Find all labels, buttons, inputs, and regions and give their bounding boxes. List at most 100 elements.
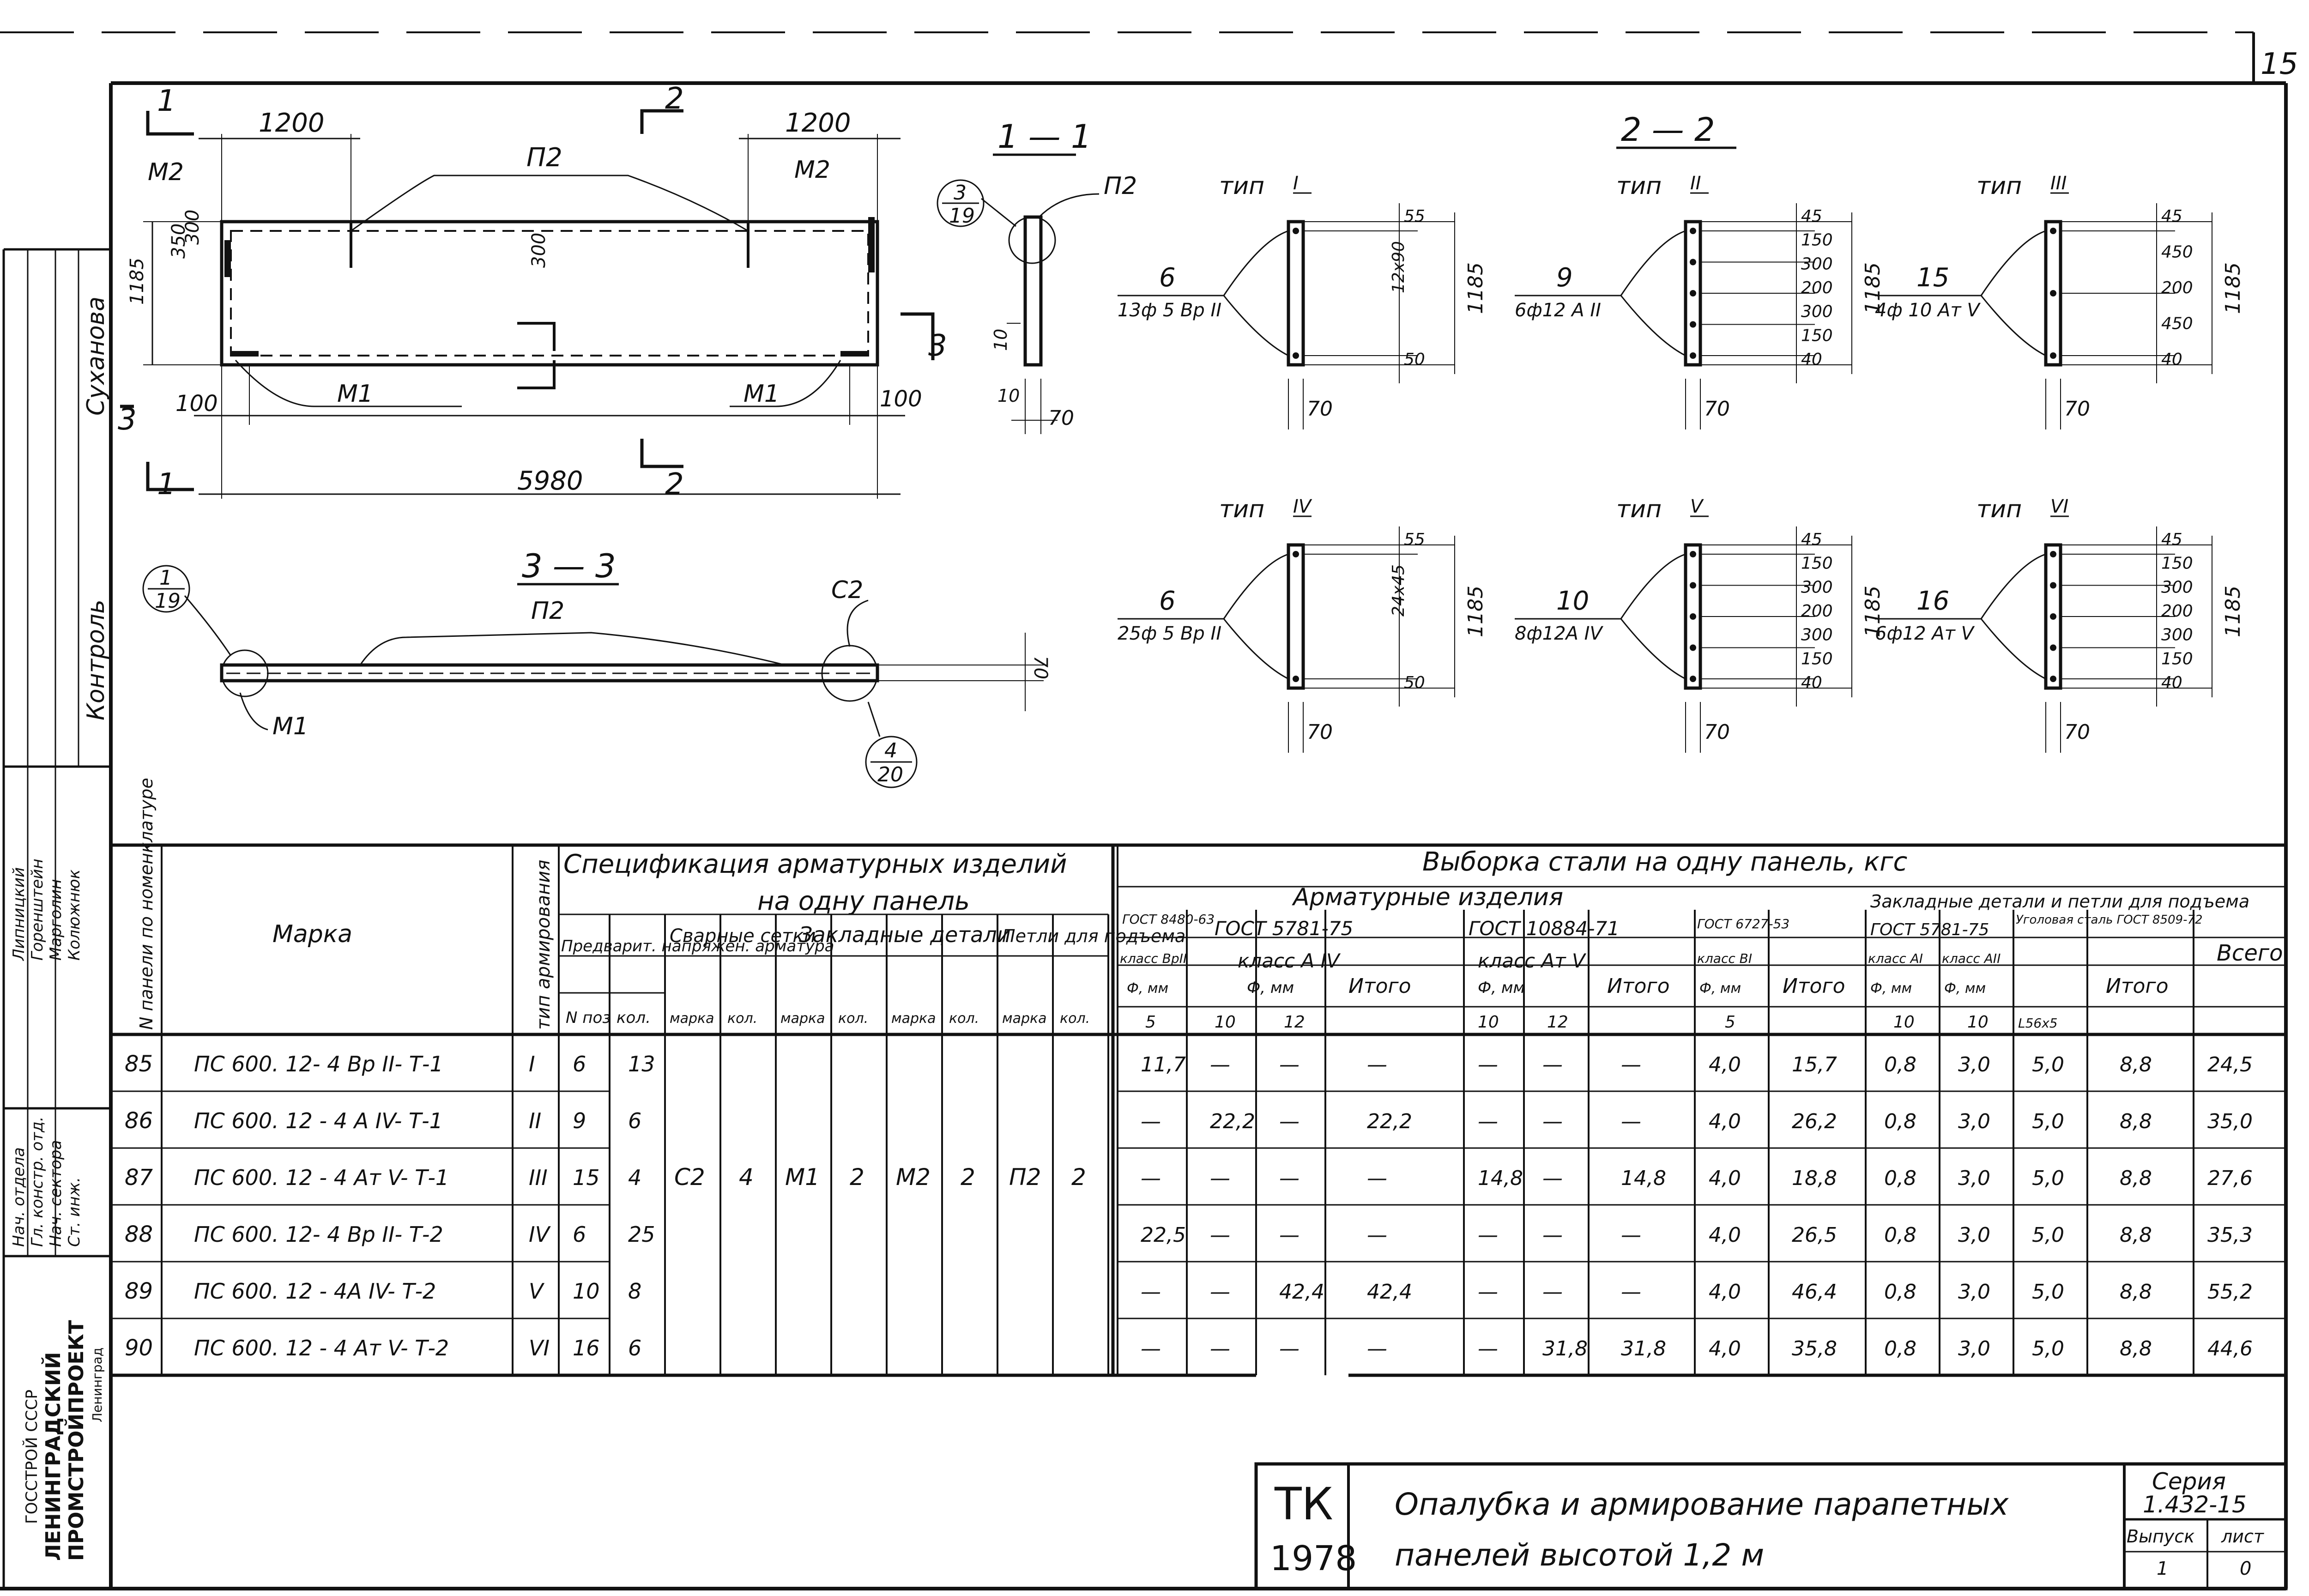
row-c2: —: [1210, 1223, 1230, 1247]
loop-mark: П2: [1009, 1164, 1041, 1191]
row-c9: 26,5: [1792, 1223, 1837, 1247]
header-gost10884: ГОСТ 10884-71: [1469, 917, 1620, 940]
header-kol: кол.: [838, 1010, 868, 1027]
type-dim: 300: [2161, 626, 2193, 645]
row-c9: 46,4: [1792, 1280, 1837, 1304]
sub-5b: 5: [1725, 1013, 1735, 1032]
header-phi-mm: Ф, мм: [1127, 980, 1168, 997]
type-label: тип: [1977, 172, 2022, 200]
type-height: 1185: [2221, 586, 2245, 637]
type-pos: 6: [1159, 263, 1176, 293]
row-c4: 42,4: [1367, 1280, 1412, 1304]
row-c6: —: [1542, 1053, 1563, 1076]
dim-1200-left: 1200: [259, 108, 325, 138]
header-klass-vr: класс ВрII: [1120, 951, 1187, 966]
type-dim: 45: [2161, 207, 2182, 226]
row-pos: 16: [573, 1336, 600, 1360]
left-signature-strip: Нач. отдела Гл. констр. отд. Нач. сектор…: [10, 296, 110, 1561]
type-height: 1185: [1861, 262, 1885, 314]
header-itogo-3: Итого: [1783, 974, 1845, 998]
type-dim: 300: [1801, 626, 1833, 645]
row-c6: —: [1542, 1110, 1563, 1133]
sign-name-3: Марголин: [47, 879, 65, 961]
org-line-2: ЛЕНИНГРАДСКИЙ: [41, 1352, 65, 1561]
row-c5: —: [1478, 1223, 1498, 1247]
row-c12: 5,0: [2032, 1280, 2064, 1304]
type-bars: 6ф12 А II: [1515, 300, 1601, 321]
row-c9: 18,8: [1792, 1167, 1837, 1190]
row-mark: ПС 600. 12 - 4А IV- Т-2: [194, 1279, 436, 1304]
row-number: 87: [125, 1165, 153, 1191]
sub-12: 12: [1284, 1013, 1305, 1032]
row-pos: 9: [573, 1108, 586, 1133]
header-spec-2: на одну панель: [757, 886, 970, 916]
section-3-3-mark-c2: С2: [831, 576, 863, 604]
section-1-1-title: 1 — 1: [997, 118, 1092, 156]
row-c1: —: [1141, 1167, 1161, 1190]
type-dim: 45: [2161, 530, 2182, 549]
type-dim: 450: [2161, 314, 2193, 333]
type-roman: III: [2050, 173, 2067, 194]
row-pos: 6: [573, 1052, 586, 1076]
header-klass-a2: класс АII: [1942, 951, 2001, 966]
row-c7: 31,8: [1621, 1337, 1666, 1360]
row-c14: 44,6: [2207, 1337, 2253, 1360]
row-kol: 4: [628, 1165, 641, 1190]
stamp-year: 1978: [1270, 1539, 1357, 1578]
stamp-series-label: Серия: [2152, 1468, 2226, 1495]
row-kol: 8: [628, 1279, 641, 1304]
header-kol: кол.: [727, 1010, 757, 1027]
sub-12b: 12: [1547, 1013, 1568, 1032]
type-dim: 150: [1801, 326, 1833, 345]
section-3-3-ref2-top: 4: [884, 739, 897, 762]
type-roman: II: [1690, 173, 1701, 194]
header-gost6727: ГОСТ 6727-53: [1697, 916, 1789, 931]
row-c11: 3,0: [1958, 1053, 1990, 1076]
type-bottom-dim: 70: [1704, 397, 1730, 421]
header-phi-mm-4: Ф, мм: [1699, 980, 1741, 997]
org-line-1: ГОССТРОЙ СССР: [22, 1390, 41, 1524]
row-c11: 3,0: [1958, 1167, 1990, 1190]
dim-5980: 5980: [517, 466, 583, 496]
sign-role-3: Нач. сектора: [47, 1140, 65, 1247]
header-phi-mm-5: Ф, мм: [1870, 980, 1912, 997]
row-c12: 5,0: [2032, 1053, 2064, 1076]
stamp-title-1: Опалубка и армирование парапетных: [1395, 1487, 2009, 1522]
type-dim: 55: [1404, 530, 1425, 549]
type-label: тип: [1977, 496, 2022, 523]
mesh-mark: С2: [674, 1164, 705, 1191]
type-dim: 200: [2161, 278, 2193, 297]
type-dim: 45: [1801, 530, 1822, 549]
row-c10: 0,8: [1884, 1337, 1916, 1360]
type-roman: VI: [2050, 496, 2068, 517]
cut-label-2-top: 2: [665, 82, 684, 116]
row-c13: 8,8: [2120, 1280, 2152, 1304]
row-c1: 11,7: [1141, 1053, 1186, 1076]
header-spec: Спецификация арматурных изделий: [563, 849, 1067, 879]
stamp-series-value: 1.432-15: [2143, 1491, 2247, 1518]
row-c10: 0,8: [1884, 1110, 1916, 1133]
embed-m1: М1: [785, 1164, 820, 1191]
row-c3: —: [1279, 1110, 1300, 1133]
header-klass-a4: класс А IV: [1238, 949, 1341, 972]
header-klass-b1: класс ВI: [1697, 951, 1752, 966]
header-itogo-4: Итого: [2106, 974, 2169, 998]
type-height: 1185: [1861, 586, 1885, 637]
type-pos: 10: [1556, 586, 1589, 616]
row-c7: —: [1621, 1223, 1641, 1247]
row-c7: 14,8: [1621, 1167, 1666, 1190]
row-c12: 5,0: [2032, 1337, 2064, 1360]
row-pos: 10: [573, 1279, 600, 1304]
row-c5: 14,8: [1478, 1167, 1523, 1190]
row-mark: ПС 600. 12- 4 Вр II- Т-2: [194, 1222, 443, 1247]
row-c7: —: [1621, 1280, 1641, 1304]
sign-name-1: Липницкий: [10, 867, 28, 961]
row-c1: —: [1141, 1337, 1161, 1360]
row-c13: 8,8: [2120, 1053, 2152, 1076]
row-c13: 8,8: [2120, 1223, 2152, 1247]
row-c9: 26,2: [1792, 1110, 1837, 1133]
embed-m2: М2: [896, 1164, 931, 1191]
row-c4: —: [1367, 1223, 1387, 1247]
